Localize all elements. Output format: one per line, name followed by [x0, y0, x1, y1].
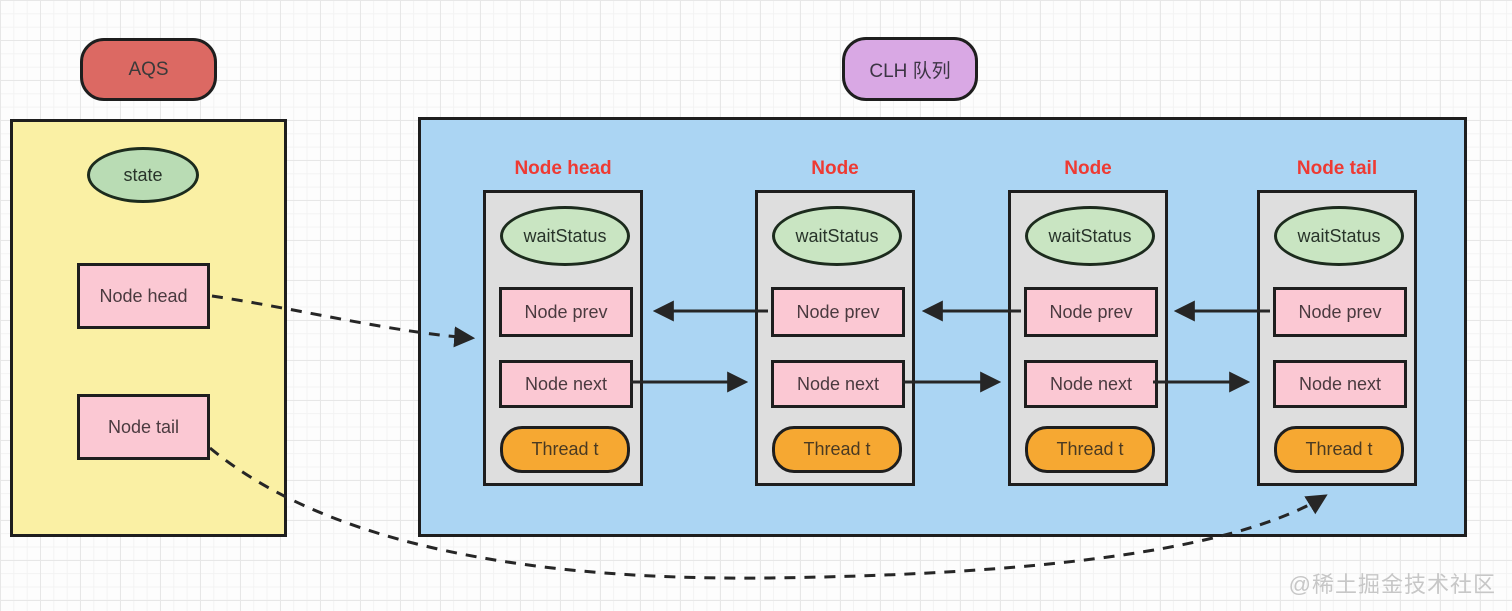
node-prev-label: Node prev	[524, 301, 608, 322]
aqs-node-tail-label: Node tail	[107, 416, 180, 437]
state-ellipse: state	[87, 147, 199, 203]
wait-status-label: waitStatus	[1297, 225, 1381, 246]
node-next-label: Node next	[524, 373, 608, 394]
node-prev-box: Node prev	[771, 287, 905, 337]
thread-label: Thread t	[1056, 439, 1124, 459]
wait-status-ellipse: waitStatus	[1025, 206, 1155, 266]
node-prev-label: Node prev	[1298, 301, 1382, 322]
node-prev-label: Node prev	[1049, 301, 1133, 322]
state-label: state	[123, 164, 163, 185]
aqs-badge-label: AQS	[128, 58, 169, 80]
wait-status-ellipse: waitStatus	[500, 206, 630, 266]
node-prev-box: Node prev	[1273, 287, 1407, 337]
wait-status-label: waitStatus	[1048, 225, 1132, 246]
thread-label: Thread t	[803, 439, 871, 459]
thread-label: Thread t	[531, 439, 599, 459]
watermark: @稀土掘金技术社区	[1288, 572, 1496, 597]
queue-node-3: waitStatus Node prev Node next Thread t	[1008, 190, 1168, 486]
node-title-head: Node head	[514, 158, 612, 179]
thread-label: Thread t	[1305, 439, 1373, 459]
wait-status-ellipse: waitStatus	[1274, 206, 1404, 266]
aqs-node-head-box: Node head	[77, 263, 210, 329]
wait-status-label: waitStatus	[523, 225, 607, 246]
wait-status-ellipse: waitStatus	[772, 206, 902, 266]
queue-node-2: waitStatus Node prev Node next Thread t	[755, 190, 915, 486]
thread-box: Thread t	[1025, 426, 1155, 473]
node-title-3: Node	[1064, 158, 1112, 179]
aqs-node-head-label: Node head	[99, 285, 188, 306]
node-title-2: Node	[811, 158, 859, 179]
node-next-box: Node next	[1273, 360, 1407, 408]
node-prev-box: Node prev	[499, 287, 633, 337]
node-next-label: Node next	[1298, 373, 1382, 394]
wait-status-label: waitStatus	[795, 225, 879, 246]
thread-box: Thread t	[1274, 426, 1404, 473]
aqs-badge: AQS	[80, 38, 217, 101]
node-title-tail: Node tail	[1296, 158, 1378, 179]
thread-box: Thread t	[772, 426, 902, 473]
node-next-box: Node next	[1024, 360, 1158, 408]
node-next-label: Node next	[796, 373, 880, 394]
node-next-label: Node next	[1049, 373, 1133, 394]
clh-queue-badge-label: CLH 队列	[869, 60, 951, 82]
node-next-box: Node next	[771, 360, 905, 408]
aqs-node-tail-box: Node tail	[77, 394, 210, 460]
node-prev-box: Node prev	[1024, 287, 1158, 337]
node-prev-label: Node prev	[796, 301, 880, 322]
thread-box: Thread t	[500, 426, 630, 473]
queue-node-head: waitStatus Node prev Node next Thread t	[483, 190, 643, 486]
node-next-box: Node next	[499, 360, 633, 408]
clh-queue-badge: CLH 队列	[842, 37, 978, 101]
queue-node-tail: waitStatus Node prev Node next Thread t	[1257, 190, 1417, 486]
